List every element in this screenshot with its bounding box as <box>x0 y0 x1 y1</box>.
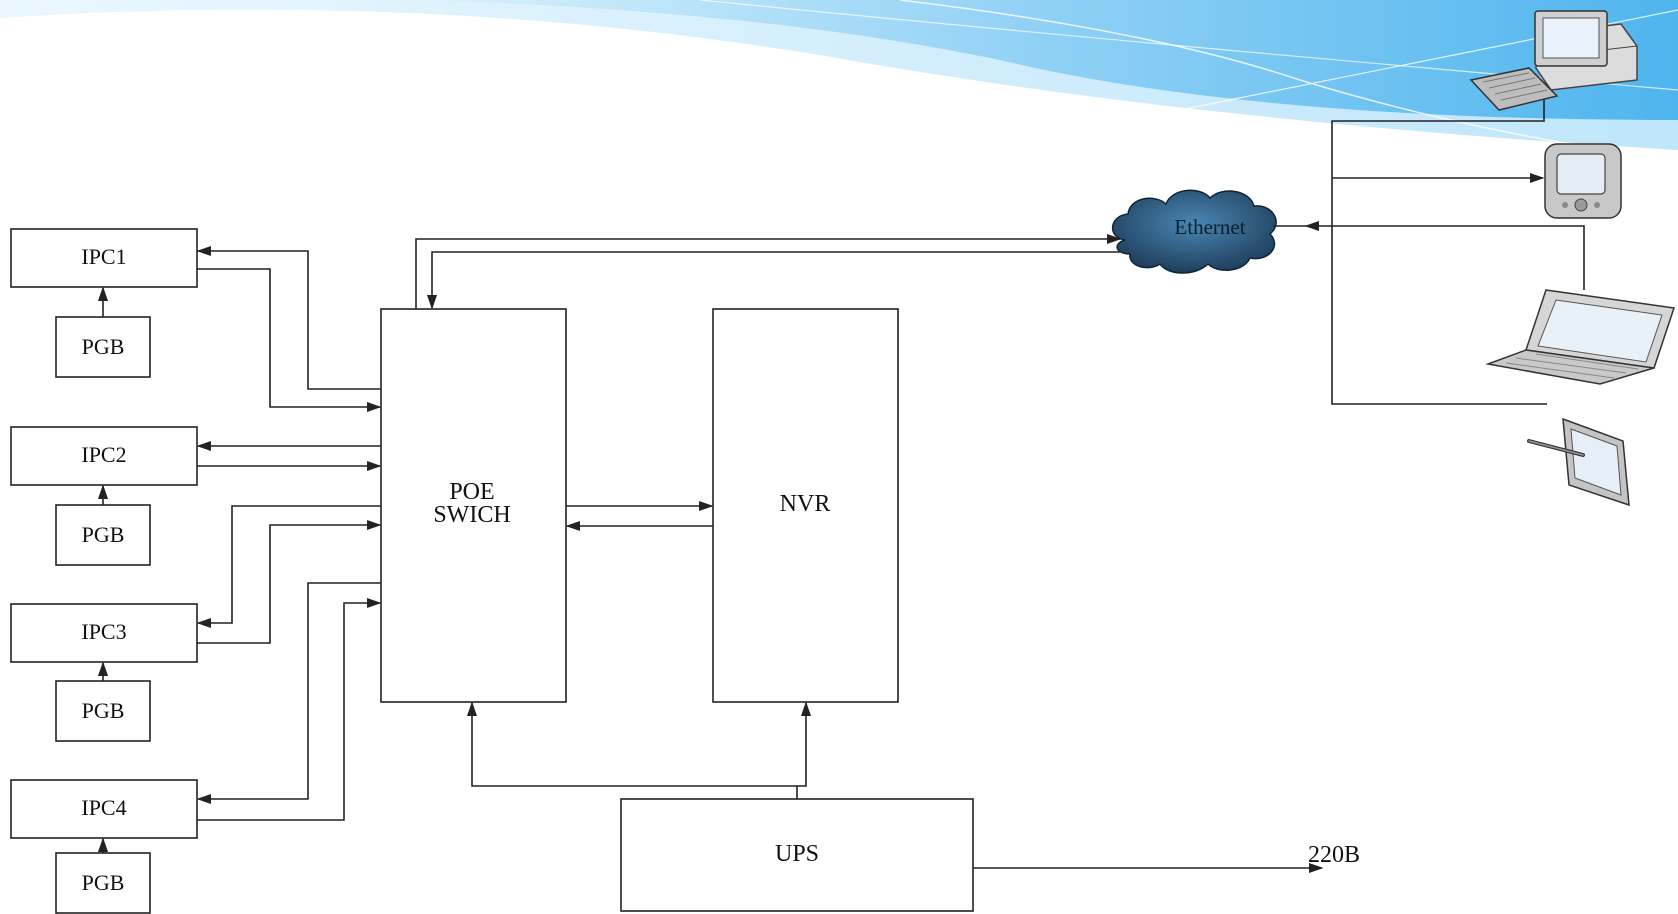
poe-nvr-connections <box>565 500 714 532</box>
ipc1-label: IPC1 <box>81 244 126 269</box>
ipc3-label: IPC3 <box>81 619 126 644</box>
pgb3-label: PGB <box>82 698 125 723</box>
pgb4-block: PGB <box>55 852 151 914</box>
desktop-computer-icon <box>1469 10 1638 111</box>
pgb3-block: PGB <box>55 680 151 742</box>
ipc2-block: IPC2 <box>10 426 198 486</box>
ups-block: UPS <box>620 798 974 912</box>
pgb1-label: PGB <box>82 334 125 359</box>
ipc2-label: IPC2 <box>81 442 126 467</box>
poe-ethernet-connections <box>415 233 1122 310</box>
client-bus-connections <box>1273 90 1585 405</box>
ipc4-block: IPC4 <box>10 779 198 839</box>
pgb2-label: PGB <box>82 522 125 547</box>
ethernet-cloud-icon: Ethernet <box>1111 189 1277 274</box>
laptop-icon <box>1485 289 1675 385</box>
tablet-with-stylus-icon <box>1527 417 1630 507</box>
nvr-block: NVR <box>712 308 899 703</box>
ups-label: UPS <box>775 841 819 867</box>
mains-220b-label: 220B <box>1308 842 1360 868</box>
poe-switch-label-line2: SWICH <box>433 502 510 528</box>
ipc-poe-connections <box>196 245 382 821</box>
ethernet-label: Ethernet <box>1174 215 1245 239</box>
poe-switch-label-line1: POE <box>449 479 494 505</box>
ups-power-feeds <box>466 701 1324 874</box>
pgb4-label: PGB <box>82 870 125 895</box>
pda-icon <box>1544 143 1622 219</box>
nvr-label: NVR <box>780 491 831 517</box>
ipc3-block: IPC3 <box>10 603 198 663</box>
ipc1-block: IPC1 <box>10 228 198 288</box>
ipc4-label: IPC4 <box>81 795 126 820</box>
pgb1-block: PGB <box>55 316 151 378</box>
poe-switch-block: POE SWICH <box>380 308 567 703</box>
pgb2-block: PGB <box>55 504 151 566</box>
header-swoosh-decoration <box>0 0 1678 161</box>
